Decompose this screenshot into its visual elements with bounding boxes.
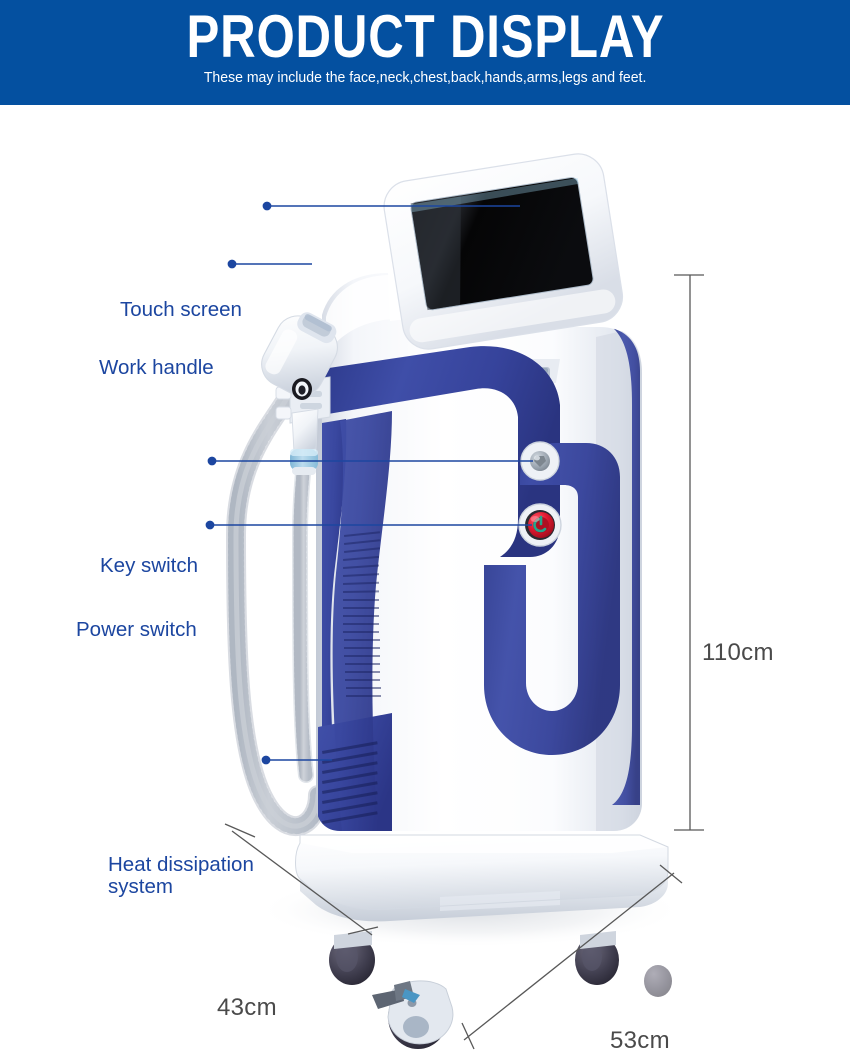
page-subtitle: These may include the face,neck,chest,ba… — [203, 70, 647, 86]
leader-line-work-handle — [227, 259, 312, 269]
callout-leader-lines — [205, 201, 533, 765]
caster-rear-right — [575, 931, 619, 985]
spiral-cable — [225, 353, 328, 836]
leader-line-touch-screen — [262, 201, 520, 211]
callout-label-power-switch: Power switch — [76, 618, 197, 641]
leader-line-key-switch — [207, 456, 533, 466]
dimension-label-depth: 43cm — [217, 994, 277, 1021]
header-banner: PRODUCT DISPLAY These may include the fa… — [0, 0, 850, 105]
product-illustration-stage: Touch screen Work handle Key switch Powe… — [0, 105, 850, 1054]
dimension-label-height: 110cm — [702, 639, 774, 666]
leader-line-power-switch — [205, 520, 532, 530]
dimension-line-depth — [224, 823, 379, 936]
caster-front-right — [644, 965, 672, 997]
callout-label-key-switch: Key switch — [100, 554, 198, 577]
touch-screen[interactable] — [380, 150, 626, 353]
dimension-line-height — [674, 274, 704, 831]
callout-label-heat-dissipation: Heat dissipation system — [108, 853, 254, 898]
callout-label-work-handle: Work handle — [99, 356, 214, 379]
machine-illustration — [225, 150, 685, 1049]
base-platform — [295, 834, 669, 922]
power-switch[interactable] — [518, 503, 562, 547]
dimension-label-width: 53cm — [610, 1027, 670, 1054]
page-title: PRODUCT DISPLAY — [186, 3, 664, 70]
caster-rear-left — [329, 931, 375, 985]
leader-line-heat-dissipation — [261, 755, 332, 765]
heat-dissipation-vents — [322, 531, 381, 824]
work-handle[interactable] — [254, 303, 348, 475]
callout-label-touch-screen: Touch screen — [120, 298, 242, 321]
